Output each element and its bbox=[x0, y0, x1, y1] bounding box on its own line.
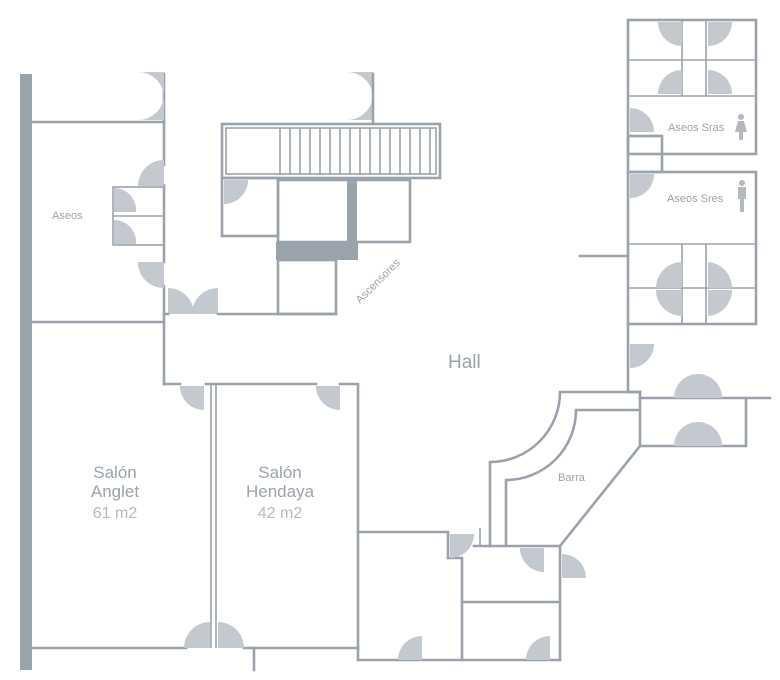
barra-counter bbox=[479, 390, 642, 548]
hall-label: Hall bbox=[448, 352, 481, 373]
wc-door-5 bbox=[656, 262, 682, 288]
staircase bbox=[220, 122, 442, 180]
salon-hendaya-area: 42 m2 bbox=[258, 505, 303, 522]
barra-door-2 bbox=[562, 554, 586, 578]
salon-anglet-name-2: Anglet bbox=[91, 482, 139, 501]
wc-door-6 bbox=[708, 262, 733, 288]
salon-hendaya-name-2: Hendaya bbox=[246, 482, 315, 501]
wc-door-3 bbox=[658, 70, 682, 94]
barra-door-1 bbox=[520, 548, 544, 572]
salon-hendaya-name-1: Salón bbox=[258, 463, 301, 482]
service-door-3 bbox=[526, 636, 550, 660]
service-door-1 bbox=[450, 534, 474, 558]
male-person-icon bbox=[738, 180, 746, 212]
service-door-2 bbox=[398, 636, 422, 660]
anglet-door-top bbox=[180, 386, 204, 410]
salon-anglet-name-1: Salón bbox=[93, 463, 136, 482]
wc-door-2 bbox=[708, 22, 732, 46]
facade-wall bbox=[20, 74, 32, 670]
top-door-left bbox=[138, 72, 164, 120]
hendaya-door-top bbox=[316, 386, 340, 410]
wc-door-7 bbox=[656, 290, 682, 316]
ascensores-block bbox=[162, 176, 412, 316]
hall-double-door bbox=[168, 288, 218, 314]
female-person-icon bbox=[735, 114, 747, 140]
anglet-door-bottom bbox=[184, 622, 210, 648]
aseos-door-3 bbox=[114, 219, 137, 244]
wc-door-8 bbox=[708, 290, 733, 316]
east-annex bbox=[626, 374, 772, 448]
wc-door-1 bbox=[658, 22, 682, 46]
aseos-sras-door bbox=[630, 108, 654, 132]
aseos-block bbox=[30, 72, 166, 386]
aseos-door-4b bbox=[138, 262, 164, 288]
top-door-right bbox=[347, 72, 373, 120]
aseos-sres-label: Aseos Sres bbox=[667, 193, 724, 205]
barra-label: Barra bbox=[558, 472, 586, 484]
wc-door-4 bbox=[708, 70, 732, 94]
hendaya-door-bottom bbox=[218, 622, 244, 648]
aseos-sres-door-b bbox=[630, 174, 654, 198]
hall-east-door bbox=[630, 344, 654, 368]
salon-walls bbox=[30, 382, 360, 672]
aseos-door-1 bbox=[138, 160, 164, 186]
ascensores-label: Ascensores bbox=[354, 257, 403, 306]
aseos-sras-label: Aseos Sras bbox=[668, 122, 725, 134]
salon-anglet-area: 61 m2 bbox=[93, 505, 138, 522]
aseos-door-2 bbox=[114, 187, 137, 212]
aseos-label: Aseos bbox=[52, 210, 83, 222]
